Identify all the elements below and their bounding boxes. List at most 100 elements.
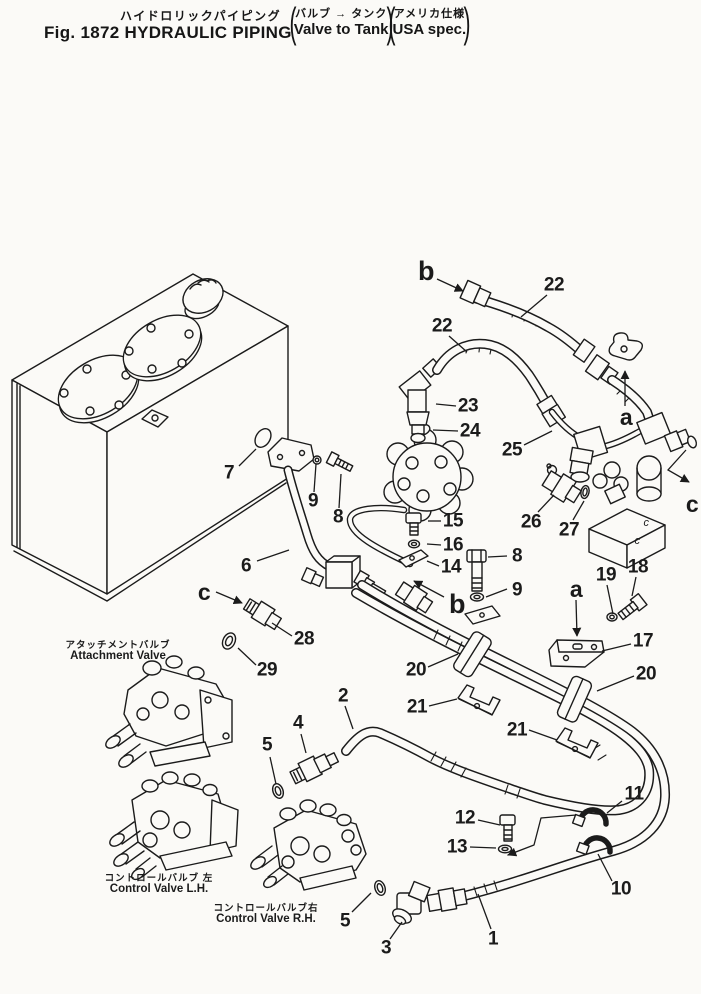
- control-valve-lh: [109, 771, 239, 881]
- leader-22-2: [448, 335, 468, 353]
- bracket-21-right: [555, 727, 599, 759]
- component-label-en-2: Control Valve R.H.: [216, 913, 316, 925]
- hose-2-port-fitting: [394, 581, 434, 614]
- bolt-18: [617, 592, 648, 621]
- leader-16-11: [426, 543, 442, 546]
- title-english-text: HYDRAULIC PIPING: [124, 23, 292, 42]
- leader-24-4: [432, 429, 459, 432]
- leader-8-37: [338, 473, 342, 509]
- callout-c-41: c: [644, 517, 650, 529]
- callout-19-17: 19: [596, 565, 616, 586]
- leader-b-15: [413, 580, 445, 598]
- washer-16: [407, 539, 421, 549]
- leader-11-27: [606, 800, 623, 814]
- callout-20-21: 20: [636, 664, 656, 685]
- callout-26-7: 26: [521, 512, 541, 533]
- callout-28-38: 28: [294, 629, 314, 650]
- callout-a-6: a: [620, 404, 633, 430]
- leader-9-36: [313, 463, 317, 493]
- leader-25-5: [523, 430, 553, 446]
- component-label-jp-2: コントロールバルブ右: [213, 902, 318, 914]
- o-ring-7: [254, 428, 272, 448]
- bolt-8-mid: [466, 549, 487, 592]
- callout-4-33: 4: [293, 713, 304, 734]
- callout-c-42: c: [635, 535, 641, 547]
- bolt-15: [405, 512, 422, 536]
- callout-29-39: 29: [257, 660, 277, 681]
- fitting-28: [242, 598, 283, 631]
- washer-19: [606, 612, 618, 622]
- component-label-jp-1: コントロールバルブ 左: [105, 872, 214, 884]
- bracket-17: [548, 639, 605, 668]
- attachment-valve: [105, 655, 233, 768]
- bolt-12: [499, 814, 516, 842]
- o-ring-29: [221, 632, 237, 650]
- leader-b-0: [436, 278, 464, 292]
- swivel-joint: [383, 428, 474, 522]
- component-label-en-1: Control Valve L.H.: [110, 883, 208, 895]
- callout-12-25: 12: [455, 808, 475, 829]
- leader-14-12: [426, 560, 440, 567]
- leader-a-16: [572, 599, 582, 637]
- callout-9-36: 9: [308, 491, 318, 512]
- subtitle1-japanese: バルブ → タンク: [295, 8, 388, 20]
- callout-27-8: 27: [559, 520, 579, 541]
- fitting-4: [289, 752, 340, 785]
- callout-8-37: 8: [333, 507, 343, 528]
- figure-title-main: ハイドロリックパイピング Fig. 1872 HYDRAULIC PIPING: [44, 3, 292, 43]
- callout-7-35: 7: [224, 463, 234, 484]
- leader-4-33: [300, 733, 307, 754]
- callout-16-11: 16: [443, 535, 463, 556]
- leader-27-8: [572, 500, 585, 521]
- leader-21-23: [528, 729, 558, 741]
- shim-plate: [464, 605, 501, 625]
- fitting-26: [541, 463, 582, 504]
- callout-b-15: b: [449, 589, 465, 619]
- title-japanese: ハイドロリックパイピング: [120, 9, 282, 23]
- hose-guide-piece: [608, 332, 644, 361]
- return-tube-6: [283, 465, 335, 572]
- leader-19-17: [606, 584, 614, 615]
- hose-2: [341, 588, 655, 816]
- paren-open-2: (: [388, 0, 396, 46]
- leader-10-28: [597, 853, 613, 882]
- paren-close-1: ): [386, 0, 394, 46]
- callout-5-31: 5: [340, 911, 351, 932]
- figure-number: Fig. 1872: [44, 23, 120, 42]
- tank-bracket: [141, 409, 169, 428]
- paren-open-1: (: [289, 0, 297, 46]
- leader-18-18: [631, 576, 637, 597]
- bolt-8-top: [325, 451, 354, 472]
- leader-9-14: [485, 588, 508, 598]
- leader-2-24: [344, 705, 354, 730]
- paren-close-2: ): [463, 0, 471, 46]
- hose-22-upper: [459, 279, 619, 385]
- tee-pipe-25: [548, 408, 698, 483]
- subtitle-valve-to-tank: バルブ → タンク Valve to Tank: [294, 3, 389, 43]
- leader-21-22: [428, 698, 458, 707]
- subtitle1-english: Valve to Tank: [293, 21, 389, 38]
- callout-17-19: 17: [633, 631, 653, 652]
- clamp-20-right: [556, 675, 593, 723]
- leader-22-1: [520, 294, 548, 318]
- washer-9-mid: [469, 592, 485, 602]
- subtitle2-japanese: アメリカ仕様: [393, 8, 466, 20]
- filler-cap: [182, 278, 224, 320]
- leader-5-32: [269, 756, 277, 785]
- leader-6-34: [256, 549, 290, 562]
- leader-1-29: [477, 893, 492, 930]
- leader-7-35: [238, 448, 257, 467]
- o-ring-5-upper: [271, 783, 285, 799]
- leader-3-30: [389, 921, 403, 940]
- leader-20-20: [427, 653, 459, 668]
- callout-2-24: 2: [338, 686, 348, 707]
- tank-cover-left: [57, 354, 140, 424]
- callout-c-40: c: [198, 579, 211, 605]
- title-english: Fig. 1872 HYDRAULIC PIPING: [44, 23, 292, 43]
- subtitle-usa-spec: アメリカ仕様 USA spec.: [393, 3, 467, 43]
- o-ring-5-lower: [374, 880, 386, 896]
- bracket-21-left: [457, 684, 501, 716]
- callout-5-32: 5: [262, 735, 273, 756]
